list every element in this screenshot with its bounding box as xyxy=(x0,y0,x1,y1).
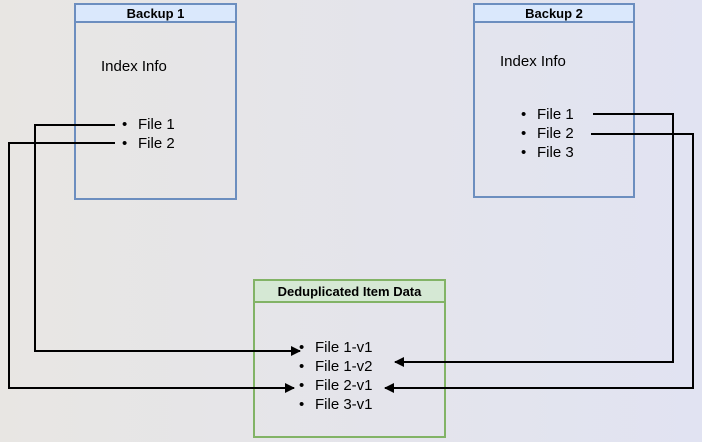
item-label: File 3-v1 xyxy=(315,396,373,413)
bullet-icon xyxy=(299,395,315,414)
backup1-file-list: File 1 File 2 xyxy=(122,115,175,153)
dedup-file-list: File 1-v1 File 1-v2 File 2-v1 File 3-v1 xyxy=(299,338,373,414)
backup2-index-info-label: Index Info xyxy=(500,53,566,70)
bullet-icon xyxy=(122,115,138,134)
list-item: File 3 xyxy=(521,143,574,162)
item-label: File 2 xyxy=(537,125,574,142)
item-label: File 1 xyxy=(138,116,175,133)
list-item: File 2 xyxy=(122,134,175,153)
backup2-box: Backup 2 Index Info File 1 File 2 File 3 xyxy=(473,3,635,198)
bullet-icon xyxy=(299,357,315,376)
item-label: File 3 xyxy=(537,144,574,161)
list-item: File 3-v1 xyxy=(299,395,373,414)
list-item: File 2 xyxy=(521,124,574,143)
backup1-title: Backup 1 xyxy=(126,6,185,21)
backup2-file-list: File 1 File 2 File 3 xyxy=(521,105,574,162)
bullet-icon xyxy=(521,143,537,162)
list-item: File 2-v1 xyxy=(299,376,373,395)
bullet-icon xyxy=(299,338,315,357)
item-label: File 2-v1 xyxy=(315,377,373,394)
backup2-header: Backup 2 xyxy=(475,5,633,23)
bullet-icon xyxy=(521,105,537,124)
backup2-title: Backup 2 xyxy=(525,6,583,21)
bullet-icon xyxy=(299,376,315,395)
list-item: File 1 xyxy=(122,115,175,134)
item-label: File 1 xyxy=(537,106,574,123)
bullet-icon xyxy=(122,134,138,153)
item-label: File 2 xyxy=(138,135,175,152)
item-label: File 1-v1 xyxy=(315,339,373,356)
list-item: File 1-v1 xyxy=(299,338,373,357)
dedup-box: Deduplicated Item Data File 1-v1 File 1-… xyxy=(253,279,446,438)
bullet-icon xyxy=(521,124,537,143)
backup1-index-info-label: Index Info xyxy=(101,58,167,75)
item-label: File 1-v2 xyxy=(315,358,373,375)
dedup-title: Deduplicated Item Data xyxy=(277,284,422,299)
dedup-header: Deduplicated Item Data xyxy=(255,281,444,303)
backup1-box: Backup 1 Index Info File 1 File 2 xyxy=(74,3,237,200)
backup1-header: Backup 1 xyxy=(76,5,235,23)
list-item: File 1-v2 xyxy=(299,357,373,376)
list-item: File 1 xyxy=(521,105,574,124)
